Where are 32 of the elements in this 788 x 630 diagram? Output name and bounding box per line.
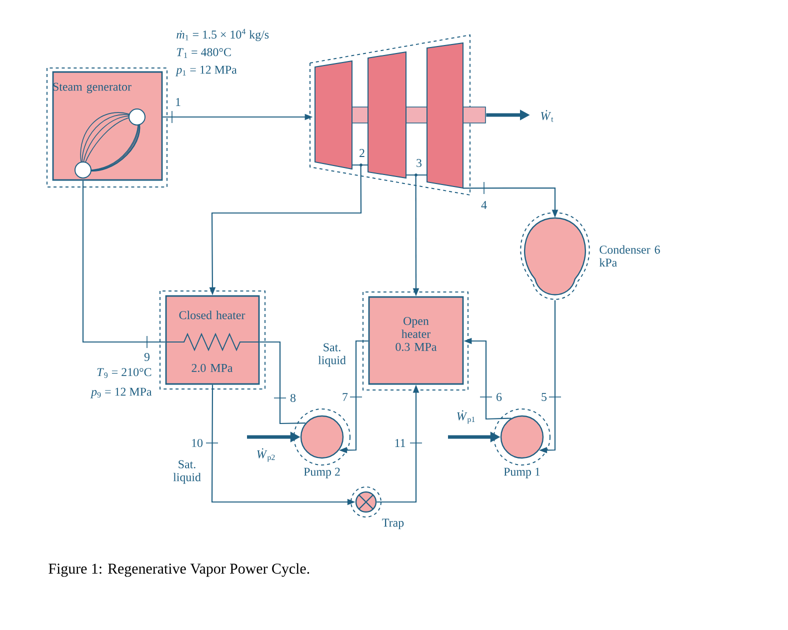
heater-label: 2.0 MPa — [192, 364, 233, 372]
state-label: Ẇ$_{p2}$ — [255, 447, 277, 463]
heater-label: Closed heater — [179, 310, 246, 320]
state-label: 9 — [143, 352, 151, 362]
trap-label: Trap — [382, 518, 404, 530]
state-label: Ẇ$_{p1}$ — [455, 409, 477, 425]
pipe-line — [260, 341, 306, 424]
state-label: 3 — [415, 158, 423, 168]
condenser-label: Condenser 6 kPa — [599, 245, 660, 267]
state-note: Sat. liquid — [318, 343, 346, 367]
state-label: 5 — [540, 392, 548, 402]
generator-label: Steam generator — [53, 82, 132, 94]
turbine-drawing — [310, 34, 486, 196]
state-label: 7 — [341, 392, 349, 402]
state-label: 1 — [174, 97, 182, 107]
pump-label: Pump 1 — [504, 468, 540, 478]
state-note: Sat. liquid — [173, 460, 201, 484]
state-label: 10 — [190, 438, 204, 448]
state-label: 6 — [495, 392, 503, 402]
state-label: 11 — [393, 438, 407, 448]
state-note: p$_{1}$ = 12 MPa — [176, 66, 237, 76]
state-note: ṁ$_{1}$ = 1.5 × 10$^{4}$ kg/s — [176, 28, 269, 42]
state-label: 2 — [358, 148, 366, 158]
pump-label: Pump 2 — [304, 468, 340, 478]
state-label: Ẇ$_{t}$ — [539, 109, 555, 123]
state-note: p$_{9}$ = 12 MPa — [90, 388, 152, 398]
state-label: 4 — [480, 200, 488, 210]
pipe-line — [82, 180, 166, 343]
caption: Figure 1: Regenerative Vapor Power Cycle. — [48, 563, 310, 577]
state-note: T$_{1}$ = 480°C — [176, 48, 231, 58]
heater-label: Open heater 0.3 MPa — [396, 317, 437, 351]
state-label: 8 — [289, 392, 297, 404]
